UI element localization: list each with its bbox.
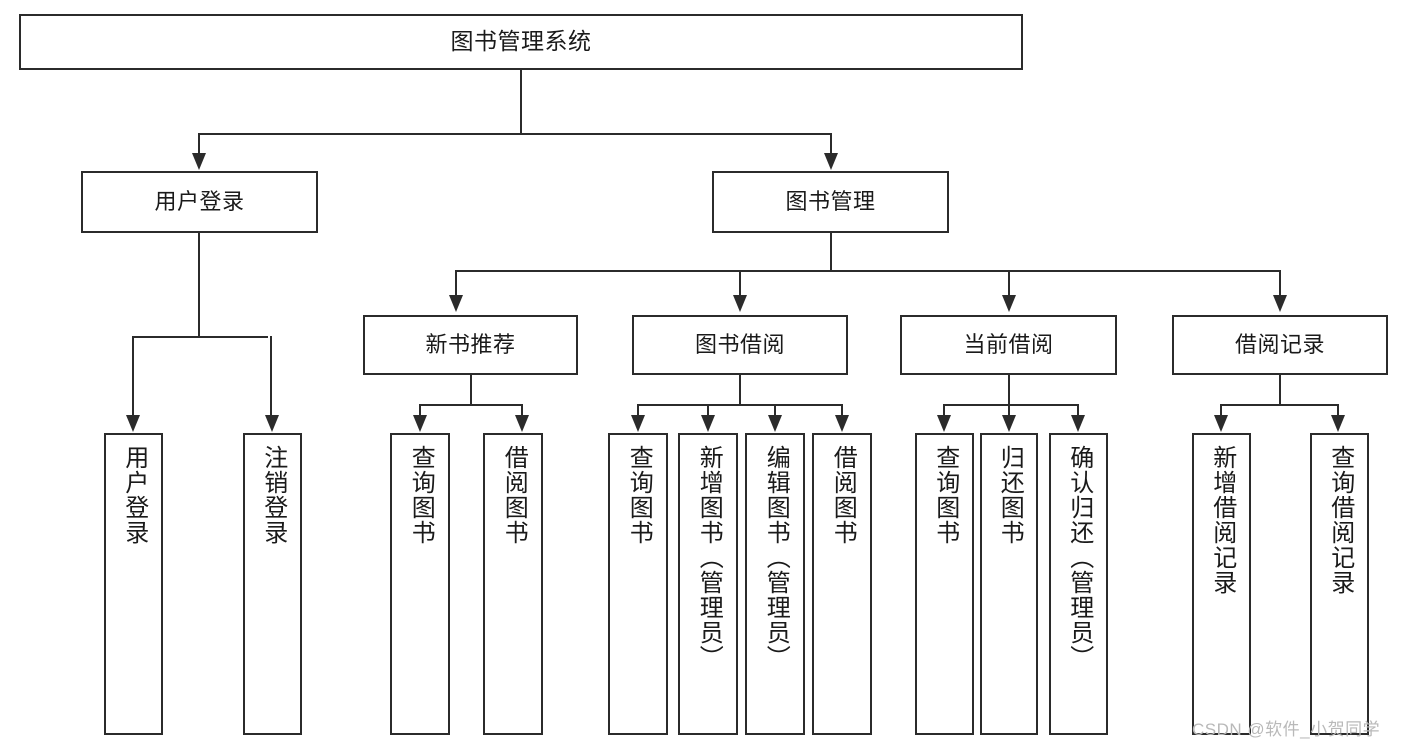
edge-to-new-book-recommend (455, 270, 457, 297)
node-book-manage[interactable]: 图书管理 (712, 171, 949, 233)
edge-bb-leaf-1 (637, 404, 639, 418)
edge-book-borrow-bus (637, 404, 843, 406)
node-label: 图书借阅 (694, 332, 785, 358)
edge-cb-leaf-1 (943, 404, 945, 418)
edge-bb-leaf-2 (707, 404, 709, 418)
edge-br-leaf-1 (1220, 404, 1222, 418)
node-label: 查询借阅记录 (1326, 445, 1354, 595)
node-new-book-recommend[interactable]: 新书推荐 (363, 315, 578, 375)
arrowhead-leaf-borrow-book-2 (835, 415, 849, 432)
leaf-borrow-book-1[interactable]: 借阅图书 (483, 433, 543, 735)
leaf-query-book-1[interactable]: 查询图书 (390, 433, 450, 735)
edge-user-login-stem (198, 233, 200, 337)
node-label: 当前借阅 (963, 332, 1054, 358)
node-label: 借阅图书 (829, 445, 857, 545)
edge-new-book-recommend-bus (419, 404, 523, 406)
node-label: 图书管理系统 (450, 28, 592, 55)
arrowhead-leaf-user-login (126, 415, 140, 432)
edge-user-login-leaf-2 (270, 336, 272, 418)
edge-level2-bus (198, 133, 832, 135)
node-label: 新增图书（管理员） (695, 445, 723, 670)
leaf-query-book-2[interactable]: 查询图书 (608, 433, 668, 735)
arrowhead-borrow-record (1273, 295, 1287, 312)
leaf-edit-book[interactable]: 编辑图书（管理员） (745, 433, 805, 735)
edge-nbr-leaf-1 (419, 404, 421, 418)
edge-user-login-leaf-bus (132, 336, 268, 338)
arrowhead-leaf-query-book-2 (631, 415, 645, 432)
edge-bb-leaf-4 (841, 404, 843, 418)
leaf-logout-login[interactable]: 注销登录 (243, 433, 302, 735)
leaf-return-book[interactable]: 归还图书 (980, 433, 1038, 735)
node-label: 新增借阅记录 (1208, 445, 1236, 595)
arrowhead-leaf-logout-login (265, 415, 279, 432)
edge-to-book-manage (830, 133, 832, 156)
leaf-confirm-return[interactable]: 确认归还（管理员） (1049, 433, 1108, 735)
edge-user-login-leaf-1 (132, 336, 134, 418)
edge-level3-bus (455, 270, 1281, 272)
edge-to-current-borrow (1008, 270, 1010, 297)
arrowhead-book-manage (824, 153, 838, 170)
edge-root-stem (520, 70, 522, 134)
arrowhead-new-book-recommend (449, 295, 463, 312)
arrowhead-book-borrow (733, 295, 747, 312)
arrowhead-leaf-query-record (1331, 415, 1345, 432)
leaf-add-book[interactable]: 新增图书（管理员） (678, 433, 738, 735)
arrowhead-leaf-add-record (1214, 415, 1228, 432)
leaf-query-book-3[interactable]: 查询图书 (915, 433, 974, 735)
arrowhead-leaf-query-book-1 (413, 415, 427, 432)
edge-nbr-leaf-2 (521, 404, 523, 418)
arrowhead-user-login (192, 153, 206, 170)
node-label: 查询图书 (931, 445, 959, 545)
edge-bb-leaf-3 (774, 404, 776, 418)
edge-borrow-record-stem (1279, 375, 1281, 405)
leaf-add-record[interactable]: 新增借阅记录 (1192, 433, 1251, 735)
arrowhead-leaf-add-book (701, 415, 715, 432)
arrowhead-leaf-return-book (1002, 415, 1016, 432)
node-label: 查询图书 (407, 445, 435, 545)
edge-to-user-login (198, 133, 200, 156)
edge-to-borrow-record (1279, 270, 1281, 297)
node-root-system[interactable]: 图书管理系统 (19, 14, 1023, 70)
node-label: 注销登录 (259, 445, 287, 545)
leaf-user-login[interactable]: 用户登录 (104, 433, 163, 735)
edge-new-book-recommend-stem (470, 375, 472, 405)
node-label: 归还图书 (996, 445, 1024, 545)
node-borrow-record[interactable]: 借阅记录 (1172, 315, 1388, 375)
arrowhead-leaf-query-book-3 (937, 415, 951, 432)
edge-cb-leaf-3 (1077, 404, 1079, 418)
node-label: 新书推荐 (425, 332, 516, 358)
node-label: 用户登录 (154, 189, 245, 215)
arrowhead-leaf-confirm-return (1071, 415, 1085, 432)
edge-current-borrow-bus (943, 404, 1078, 406)
node-book-borrow[interactable]: 图书借阅 (632, 315, 848, 375)
edge-to-book-borrow (739, 270, 741, 297)
leaf-borrow-book-2[interactable]: 借阅图书 (812, 433, 872, 735)
edge-current-borrow-stem (1008, 375, 1010, 405)
edge-book-borrow-stem (739, 375, 741, 405)
arrowhead-leaf-edit-book (768, 415, 782, 432)
node-label: 查询图书 (625, 445, 653, 545)
node-label: 编辑图书（管理员） (762, 445, 790, 670)
node-label: 用户登录 (120, 445, 148, 545)
arrowhead-leaf-borrow-book-1 (515, 415, 529, 432)
edge-cb-leaf-2 (1008, 404, 1010, 418)
node-current-borrow[interactable]: 当前借阅 (900, 315, 1117, 375)
arrowhead-current-borrow (1002, 295, 1016, 312)
edge-br-leaf-2 (1337, 404, 1339, 418)
edge-borrow-record-bus (1220, 404, 1339, 406)
edge-book-manage-stem (830, 233, 832, 271)
leaf-query-record[interactable]: 查询借阅记录 (1310, 433, 1369, 735)
node-label: 图书管理 (785, 189, 876, 215)
node-label: 借阅图书 (500, 445, 528, 545)
node-label: 确认归还（管理员） (1065, 445, 1093, 670)
node-user-login[interactable]: 用户登录 (81, 171, 318, 233)
node-label: 借阅记录 (1234, 332, 1325, 358)
